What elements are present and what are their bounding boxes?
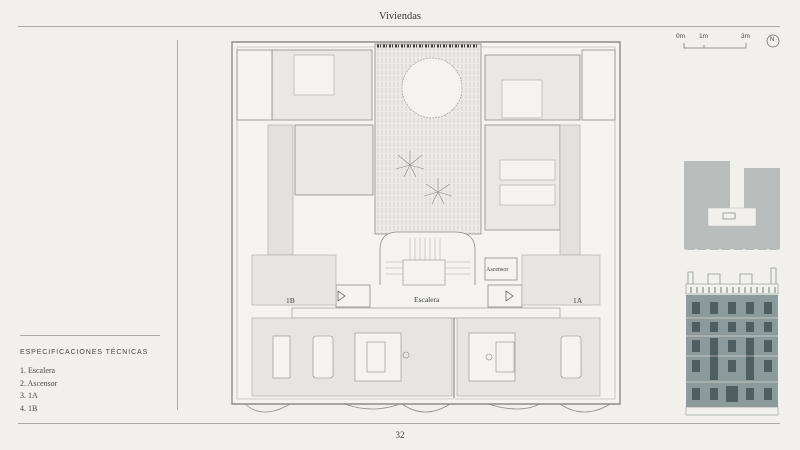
scale-ruler-icon: [683, 43, 747, 49]
spec-item-1b: 4. 1B: [20, 404, 38, 413]
footer-divider: [18, 423, 780, 424]
unit-label-1b: 1B: [286, 296, 295, 305]
spec-item-ascensor: 2. Ascensor: [20, 379, 58, 388]
north-arrow-icon: N: [766, 34, 780, 48]
facade-elevation: [684, 262, 780, 416]
scale-tick-1: 1m: [699, 33, 709, 40]
floor-plan: 1B 1A Escalera Ascensor: [228, 40, 624, 418]
facade-drawing: [685, 267, 779, 416]
key-plan-drawing: [684, 161, 780, 253]
scale-tick-0: 0m: [676, 33, 686, 40]
header-divider: [18, 26, 780, 27]
scale-bar: 0m 1m 3m: [676, 33, 756, 53]
unit-label-1a: 1A: [573, 296, 583, 305]
elevator-label: Ascensor: [486, 267, 509, 273]
scale-tick-3: 3m: [741, 33, 751, 40]
key-plan: [684, 158, 780, 254]
specs-divider: [20, 335, 160, 336]
page-number: 32: [395, 430, 405, 440]
specs-heading: ESPECIFICACIONES TÉCNICAS: [20, 349, 149, 356]
column-divider: [177, 40, 178, 410]
stair-label: Escalera: [414, 295, 440, 304]
page-title: Viviendas: [379, 11, 421, 22]
spec-item-escalera: 1. Escalera: [20, 366, 56, 375]
north-label: N: [770, 36, 775, 43]
floor-plan-drawing: [231, 41, 621, 413]
spec-item-1a: 3. 1A: [20, 391, 38, 400]
